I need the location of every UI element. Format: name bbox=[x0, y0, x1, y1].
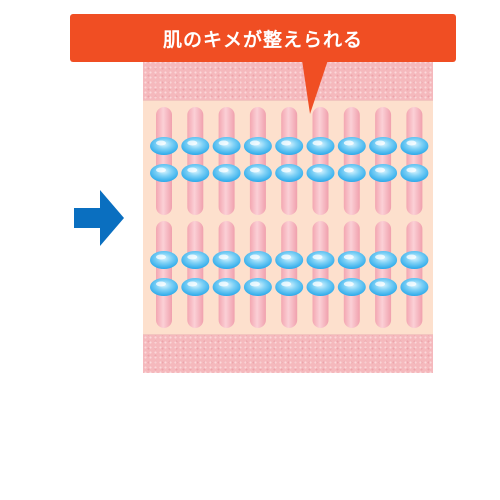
ceramide-highlight bbox=[249, 167, 260, 173]
ceramide-head bbox=[150, 251, 178, 269]
lipid-tail bbox=[187, 221, 204, 328]
ceramide-head bbox=[369, 278, 398, 296]
ceramide-highlight bbox=[375, 254, 386, 260]
ceramide-head bbox=[337, 251, 366, 269]
ceramide-highlight bbox=[187, 281, 198, 287]
arrow-right-icon bbox=[74, 190, 124, 246]
lipid-tail bbox=[281, 107, 298, 215]
ceramide-head bbox=[275, 251, 304, 269]
lipid-tail bbox=[187, 107, 204, 215]
lipid-tail bbox=[375, 107, 392, 215]
ceramide-highlight bbox=[218, 167, 229, 173]
ceramide-highlight bbox=[187, 140, 198, 146]
skin-surface-layer bbox=[143, 55, 433, 101]
callout-banner: 肌のキメが整えられる bbox=[70, 14, 456, 62]
ceramide-highlight bbox=[312, 254, 323, 260]
callout-pointer bbox=[302, 60, 328, 114]
lipid-tail bbox=[249, 221, 266, 328]
ceramide-highlight bbox=[375, 281, 386, 287]
ceramide-head bbox=[243, 278, 272, 296]
ceramide-highlight bbox=[343, 281, 354, 287]
ceramide-head bbox=[150, 278, 178, 296]
ceramide-highlight bbox=[343, 254, 354, 260]
ceramide-head bbox=[212, 278, 241, 296]
ceramide-head bbox=[306, 251, 335, 269]
ceramide-highlight bbox=[343, 140, 354, 146]
lipid-tail bbox=[406, 107, 423, 215]
ceramide-head bbox=[337, 137, 366, 155]
ceramide-head bbox=[369, 164, 398, 182]
lipid-tail bbox=[406, 221, 423, 328]
ceramide-head bbox=[400, 164, 429, 182]
ceramide-head bbox=[212, 164, 241, 182]
ceramide-head bbox=[306, 164, 335, 182]
ceramide-highlight bbox=[218, 281, 229, 287]
ceramide-highlight bbox=[156, 167, 166, 173]
ceramide-highlight bbox=[156, 281, 166, 287]
lipid-tail bbox=[249, 107, 266, 215]
ceramide-highlight bbox=[312, 281, 323, 287]
ceramide-highlight bbox=[312, 167, 323, 173]
ceramide-highlight bbox=[249, 281, 260, 287]
ceramide-highlight bbox=[156, 140, 166, 146]
ceramide-highlight bbox=[343, 167, 354, 173]
lipid-tail bbox=[281, 221, 298, 328]
ceramide-head bbox=[306, 278, 335, 296]
ceramide-head bbox=[150, 164, 178, 182]
ceramide-head bbox=[400, 137, 429, 155]
ceramide-head bbox=[212, 137, 241, 155]
lipid-tail bbox=[312, 107, 329, 215]
ceramide-highlight bbox=[156, 254, 166, 260]
ceramide-highlight bbox=[218, 140, 229, 146]
lipid-tail bbox=[156, 107, 172, 215]
ceramide-highlight bbox=[281, 167, 292, 173]
lipid-tail bbox=[312, 221, 329, 328]
ceramide-highlight bbox=[406, 254, 417, 260]
ceramide-head bbox=[243, 251, 272, 269]
ceramide-head bbox=[306, 137, 335, 155]
ceramide-head bbox=[400, 251, 429, 269]
ceramide-head bbox=[181, 278, 210, 296]
ceramide-head bbox=[181, 164, 210, 182]
ceramide-head bbox=[275, 137, 304, 155]
ceramide-highlight bbox=[187, 167, 198, 173]
lower-skin-layer bbox=[143, 334, 433, 373]
ceramide-head bbox=[150, 137, 178, 155]
lipid-tail bbox=[156, 221, 172, 328]
ceramide-head bbox=[181, 251, 210, 269]
ceramide-head bbox=[400, 278, 429, 296]
ceramide-head bbox=[181, 137, 210, 155]
lipid-tail bbox=[218, 107, 235, 215]
lipid-tail bbox=[343, 221, 360, 328]
ceramide-highlight bbox=[406, 167, 417, 173]
ceramide-highlight bbox=[281, 281, 292, 287]
ceramide-head bbox=[212, 251, 241, 269]
ceramide-highlight bbox=[406, 140, 417, 146]
lipid-tail bbox=[343, 107, 360, 215]
callout-text: 肌のキメが整えられる bbox=[162, 28, 363, 51]
ceramide-highlight bbox=[281, 140, 292, 146]
ceramide-head bbox=[337, 164, 366, 182]
skin-cross-section bbox=[143, 55, 433, 373]
ceramide-head bbox=[275, 278, 304, 296]
ceramide-head bbox=[337, 278, 366, 296]
ceramide-highlight bbox=[187, 254, 198, 260]
ceramide-highlight bbox=[375, 167, 386, 173]
ceramide-highlight bbox=[249, 140, 260, 146]
ceramide-highlight bbox=[249, 254, 260, 260]
ceramide-highlight bbox=[312, 140, 323, 146]
ceramide-highlight bbox=[281, 254, 292, 260]
lipid-tail bbox=[375, 221, 392, 328]
ceramide-head bbox=[243, 137, 272, 155]
ceramide-head bbox=[243, 164, 272, 182]
ceramide-highlight bbox=[218, 254, 229, 260]
ceramide-head bbox=[275, 164, 304, 182]
lamellar-structure bbox=[150, 107, 429, 328]
ceramide-head bbox=[369, 251, 398, 269]
ceramide-head bbox=[369, 137, 398, 155]
lipid-tail bbox=[218, 221, 235, 328]
ceramide-highlight bbox=[406, 281, 417, 287]
ceramide-highlight bbox=[375, 140, 386, 146]
